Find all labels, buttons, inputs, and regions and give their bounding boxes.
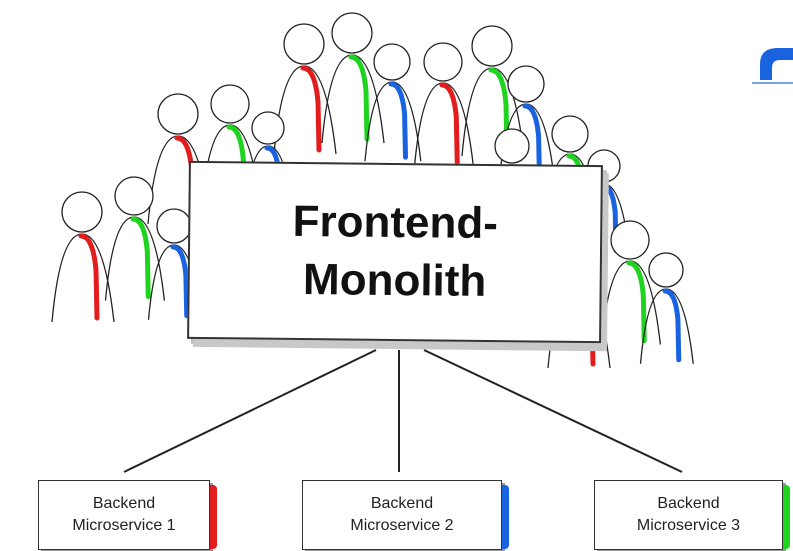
- person-head: [551, 115, 589, 153]
- person-head: [610, 220, 650, 260]
- arch-logo-icon: [752, 48, 793, 84]
- person-green-scarf: [130, 216, 151, 300]
- person-figure: [498, 65, 556, 184]
- person-figure: [321, 12, 385, 144]
- person-head: [423, 42, 463, 82]
- person-red-scarf: [439, 82, 460, 166]
- person-figure: [200, 84, 262, 209]
- person-head: [210, 84, 250, 124]
- person-head: [507, 65, 545, 103]
- person-head: [251, 111, 285, 145]
- person-figure: [461, 25, 525, 157]
- frontend-monolith-box: Frontend- Monolith: [187, 160, 603, 344]
- person-head: [283, 23, 325, 65]
- person-head: [157, 93, 199, 135]
- person-blue-scarf: [662, 288, 682, 363]
- person-figure: [600, 220, 662, 345]
- connector-line-3: [423, 349, 683, 473]
- service-3-line2: Microservice 3: [636, 517, 741, 534]
- person-red-scarf: [78, 233, 100, 321]
- monolith-title-line1: Frontend-: [292, 196, 499, 249]
- service-1-color-strip: [210, 485, 217, 549]
- person-figure: [51, 191, 115, 323]
- person-green-scarf: [488, 67, 510, 155]
- person-head: [61, 191, 103, 233]
- person-red-scarf: [300, 65, 322, 153]
- monolith-title: Frontend- Monolith: [244, 192, 545, 311]
- person-head: [114, 176, 154, 216]
- service-2-line2: Microservice 2: [350, 517, 454, 534]
- service-3-line1: Backend: [657, 495, 720, 512]
- person-head: [373, 43, 411, 81]
- person-green-scarf: [626, 260, 647, 344]
- service-3-color-strip: [783, 485, 790, 549]
- person-head: [331, 12, 373, 54]
- monolith-title-line2: Monolith: [302, 255, 487, 306]
- person-figure: [147, 93, 211, 225]
- person-figure: [104, 176, 166, 301]
- person-blue-scarf: [170, 244, 190, 319]
- service-box-3: Backend Microservice 3: [594, 480, 790, 550]
- person-figure: [273, 23, 337, 155]
- person-figure: [147, 208, 202, 320]
- person-head: [648, 252, 684, 288]
- person-blue-scarf: [600, 183, 619, 253]
- person-blue-scarf: [522, 103, 542, 182]
- person-head: [471, 25, 513, 67]
- service-2-line1: Backend: [370, 495, 434, 512]
- person-figure: [364, 43, 422, 162]
- service-1-line1: Backend: [92, 495, 156, 512]
- service-box-2: Backend Microservice 2: [302, 480, 509, 550]
- person-blue-scarf: [388, 81, 408, 160]
- connector-line-1: [123, 349, 377, 473]
- service-1-line2: Microservice 1: [72, 517, 176, 534]
- person-green-scarf: [348, 54, 370, 142]
- service-2-color-strip: [502, 485, 509, 549]
- service-box-1: Backend Microservice 1: [38, 480, 217, 550]
- person-figure: [639, 252, 694, 364]
- person-green-scarf: [226, 124, 247, 208]
- person-head: [494, 128, 530, 164]
- person-figure: [413, 42, 475, 167]
